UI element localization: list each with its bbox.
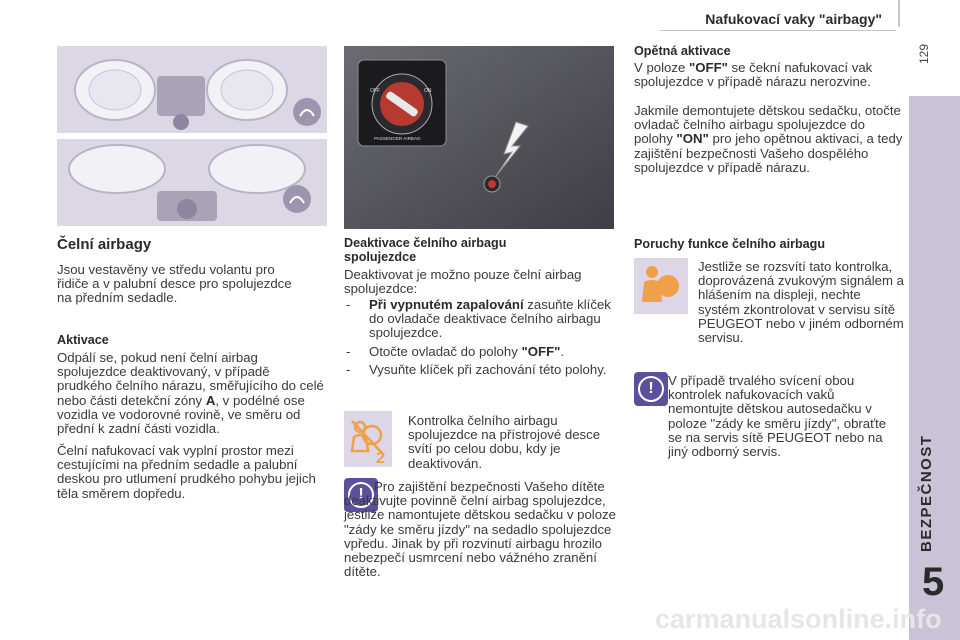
- chapter-label: BEZPEČNOST: [918, 434, 935, 552]
- warning-icon: !: [634, 372, 668, 406]
- chapter-tab: [909, 96, 960, 640]
- activation-text: Odpálí se, pokud není čelní airbag spolu…: [57, 350, 324, 437]
- section-title: Čelní airbagy: [57, 236, 152, 253]
- passenger-airbag-off-lamp: 2: [344, 411, 392, 467]
- fault-warning-text: V případě trvalého svícení obou kontrole…: [668, 373, 887, 460]
- chapter-number: 5: [922, 560, 945, 604]
- airbag-fault-lamp: [634, 258, 688, 314]
- header-divider: [898, 0, 900, 27]
- switch-caption: PASSENGER AIRBAG: [374, 136, 421, 141]
- warning-icon: !: [344, 478, 378, 512]
- page-number: 129: [917, 43, 931, 64]
- deactivation-intro: Deaktivovat je možno pouze čelní airbag …: [344, 267, 582, 297]
- child-safety-warning: Pro zajištění bezpečnosti Vašeho dítěte …: [344, 479, 616, 580]
- step-item: Vysuňte klíček při zachování této polohy…: [344, 362, 616, 377]
- airbag-fault-icon: [634, 258, 688, 314]
- switch-off-label: OFF: [370, 88, 380, 94]
- page-header-title: Nafukovací vaky "airbagy": [705, 11, 882, 27]
- airbag-off-icon: 2: [344, 411, 392, 467]
- header-rule: [660, 30, 896, 31]
- deactivation-steps: Při vypnutém zapalování zasuňte klíček d…: [344, 297, 616, 381]
- reactivation-text-1: V poloze "OFF" se čekní nafukovací vak s…: [634, 60, 873, 90]
- faults-text: Jestliže se rozsvítí tato kontrolka, dop…: [698, 259, 904, 346]
- step-item: Otočte ovladač do polohy "OFF".: [344, 344, 616, 359]
- passenger-airbag-diagram: [57, 139, 327, 226]
- deactivation-switch-photo: OFF ON PASSENGER AIRBAG: [344, 46, 614, 229]
- faults-heading: Poruchy funkce čelního airbagu: [634, 237, 826, 251]
- watermark: carmanualsonline.info: [655, 604, 942, 634]
- svg-text:2: 2: [376, 450, 385, 467]
- activation-heading: Aktivace: [57, 333, 109, 347]
- step-item: Při vypnutém zapalování zasuňte klíček d…: [344, 297, 616, 341]
- lamp-note: Kontrolka čelního airbagu spolujezdce na…: [408, 413, 601, 471]
- deactivation-heading: Deaktivace čelního airbagu spolujezdce: [344, 236, 507, 264]
- inflation-text: Čelní nafukovací vak vyplní prostor mezi…: [57, 443, 316, 501]
- reactivation-heading: Opětná aktivace: [634, 44, 731, 58]
- intro-text: Jsou vestavěny ve středu volantu pro řid…: [57, 262, 292, 306]
- reactivation-text-2: Jakmile demontujete dětskou sedačku, oto…: [634, 103, 903, 175]
- driver-airbag-diagram: [57, 46, 327, 133]
- switch-on-label: ON: [424, 88, 432, 94]
